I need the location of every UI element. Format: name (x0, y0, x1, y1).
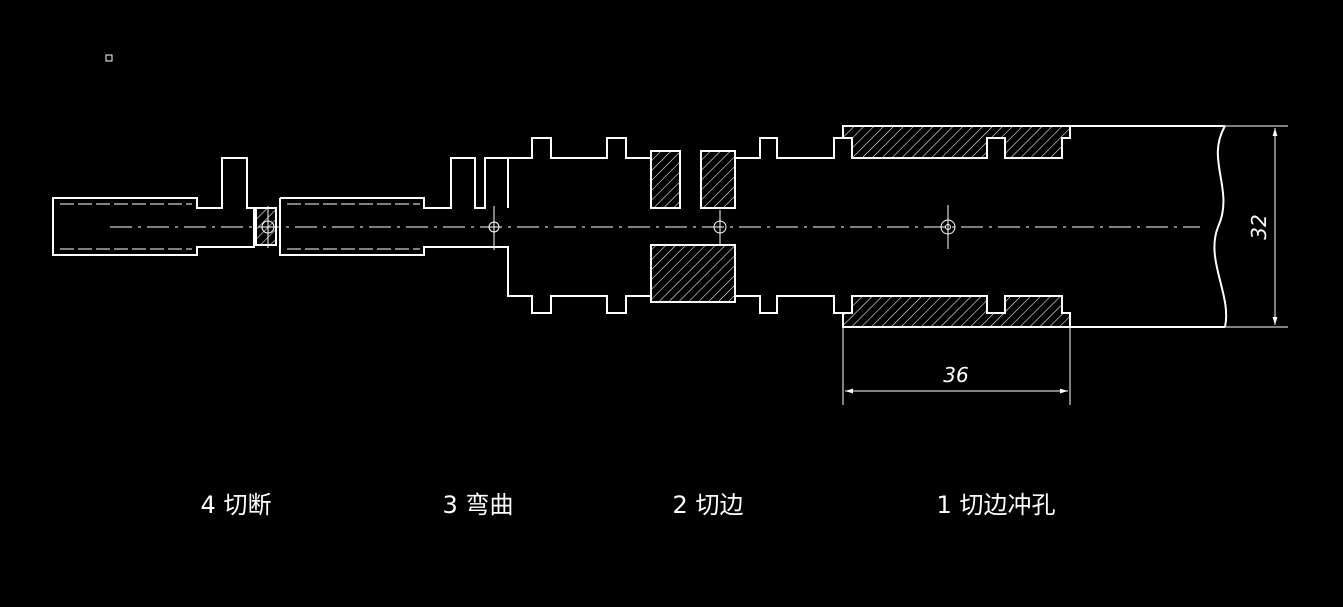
origin-marker (105, 54, 113, 62)
dimension-height: 32 (1225, 125, 1288, 328)
station-4-label: 4 切断 (201, 491, 272, 519)
station-2-punches (650, 150, 736, 303)
scrap-hatch (255, 207, 277, 246)
station-1-label: 1 切边冲孔 (937, 491, 1056, 519)
station-2-label: 2 切边 (673, 491, 744, 519)
dimension-length: 36 (842, 327, 1071, 405)
station-1-punches (842, 125, 1071, 328)
dimension-36-label: 36 (943, 363, 968, 387)
station-3-label: 3 弯曲 (443, 491, 514, 519)
dimension-32-label: 32 (1247, 214, 1271, 239)
station-3-part (279, 157, 650, 314)
station-4-part (52, 157, 277, 256)
